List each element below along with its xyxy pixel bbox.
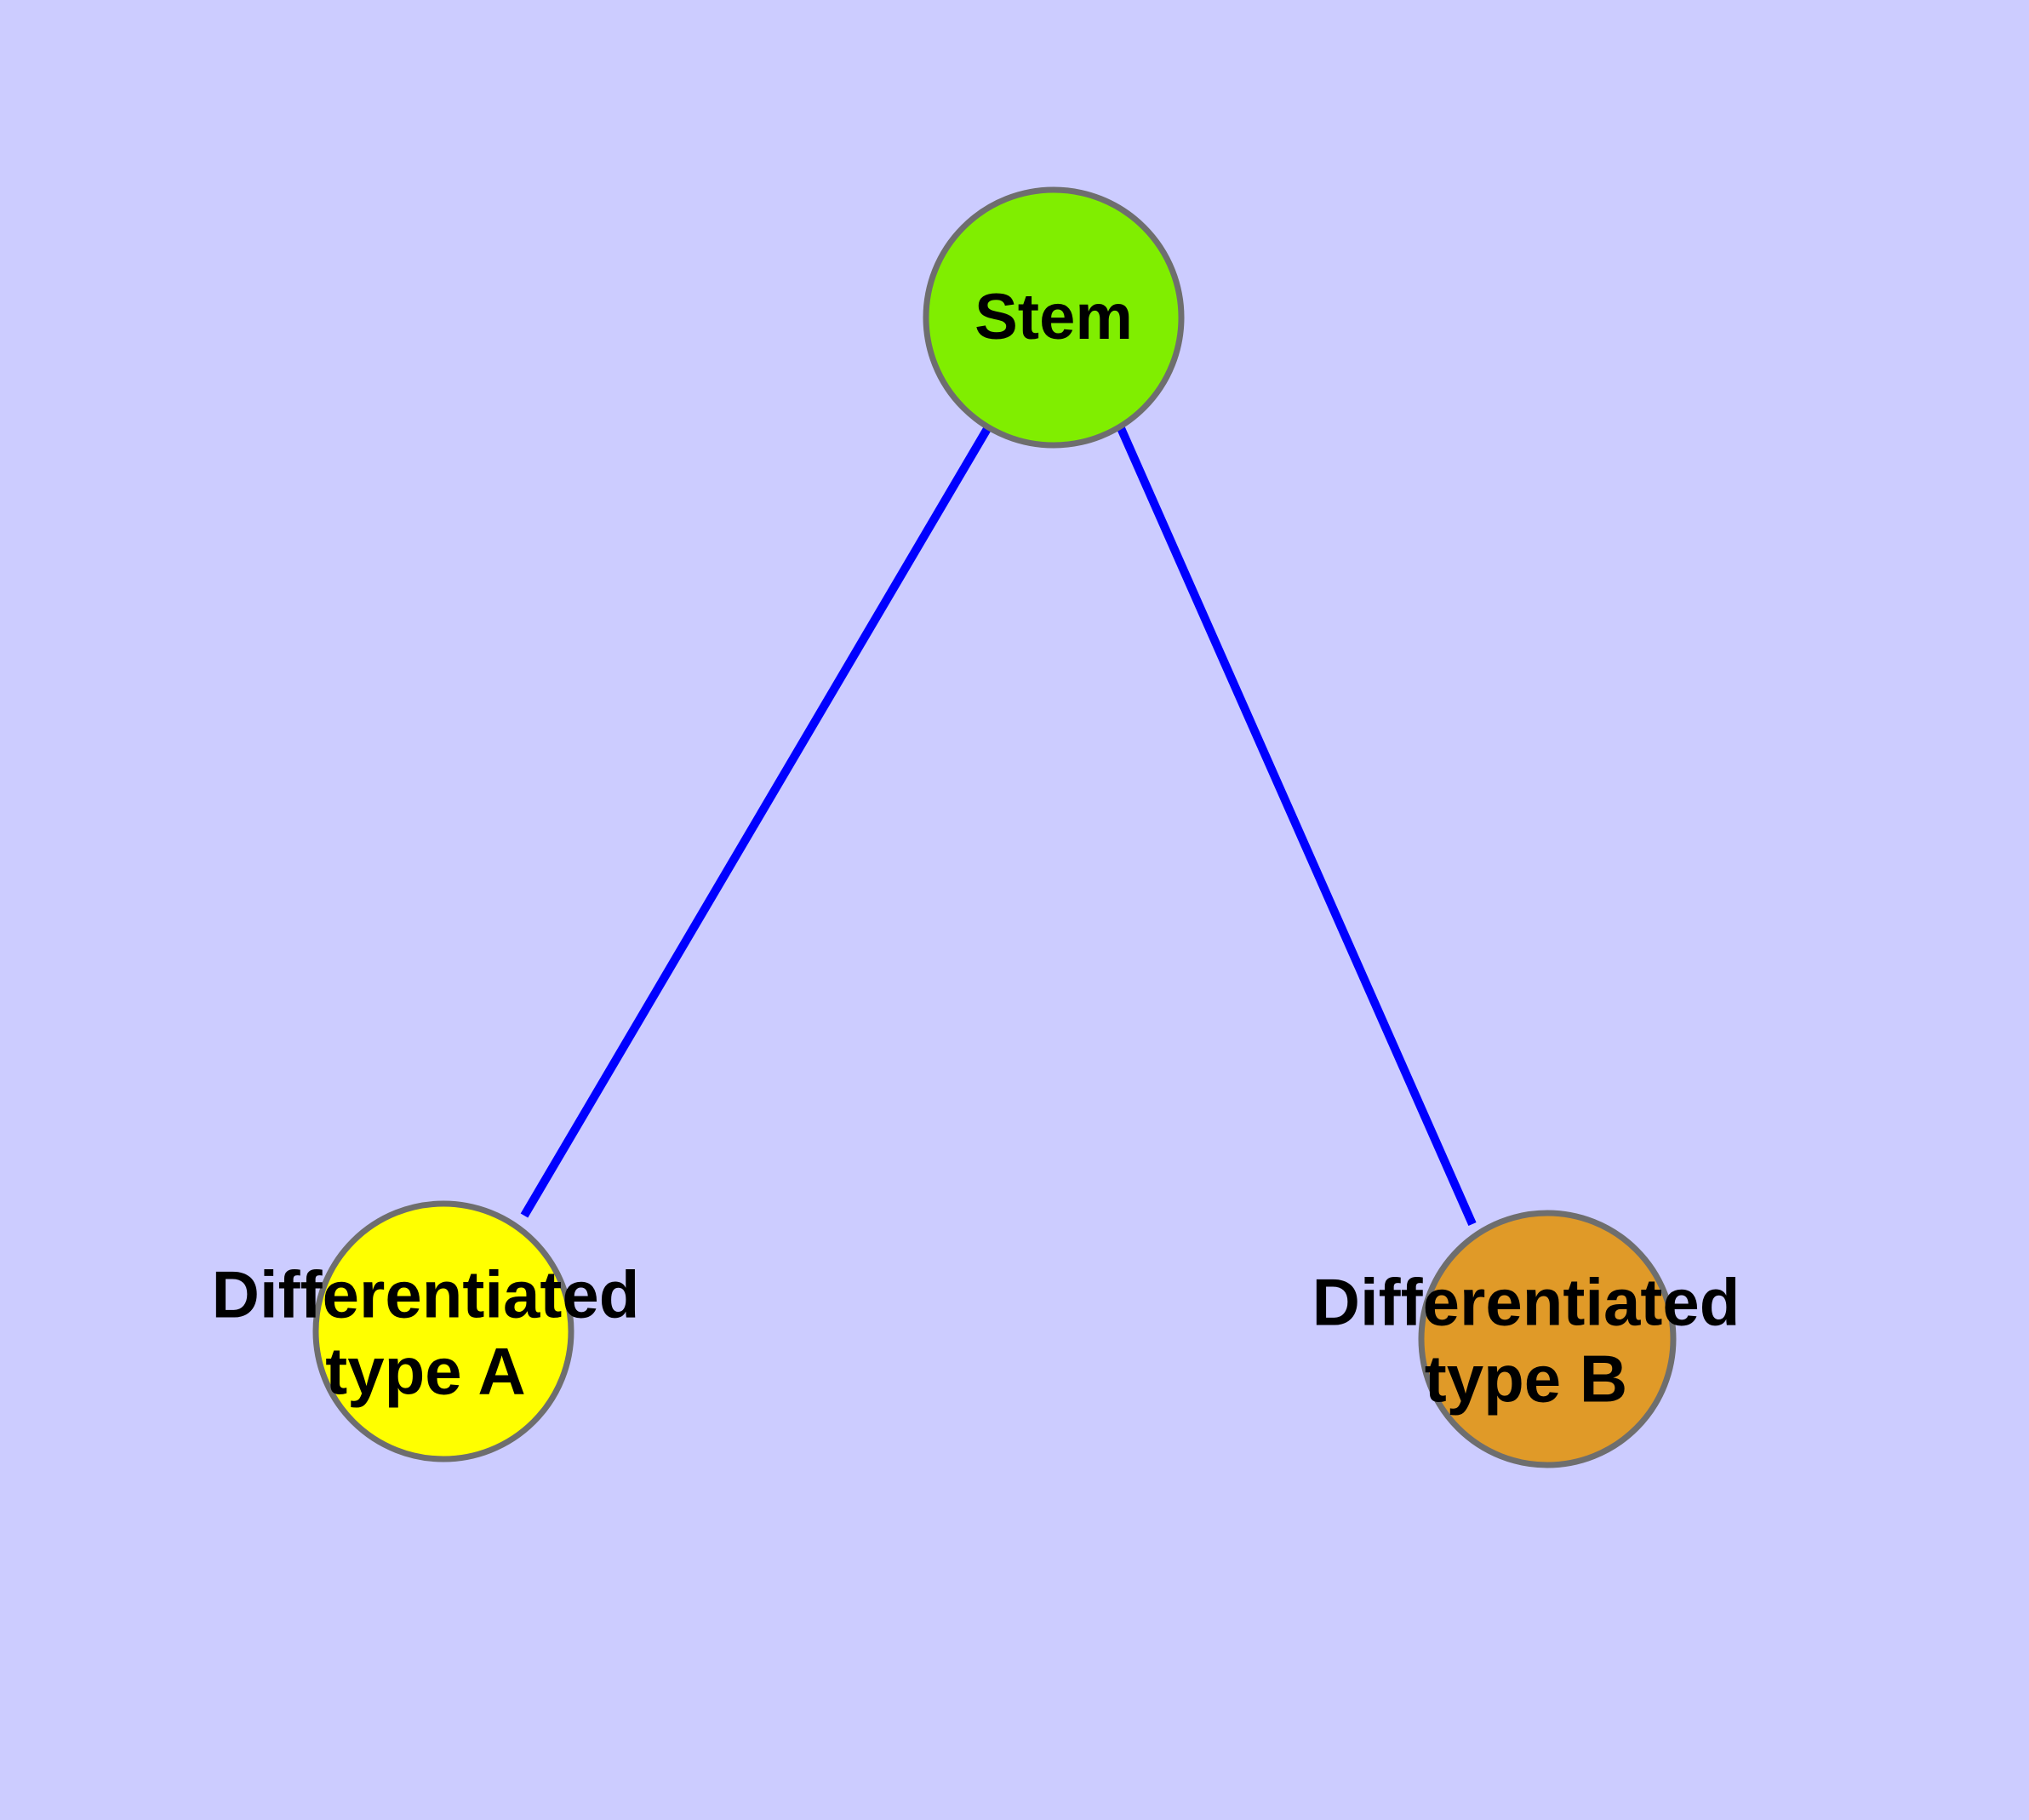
graph-edge-stem-to-diff-b <box>1117 426 1477 1227</box>
edge-layer <box>520 425 1477 1227</box>
graph-edge-stem-to-diff-a <box>520 425 992 1218</box>
graph-node-stem[interactable] <box>923 186 1185 449</box>
node-layer <box>312 186 1677 1468</box>
graph-node-diff-b[interactable] <box>1418 1210 1677 1468</box>
graph-node-diff-a[interactable] <box>312 1200 574 1462</box>
